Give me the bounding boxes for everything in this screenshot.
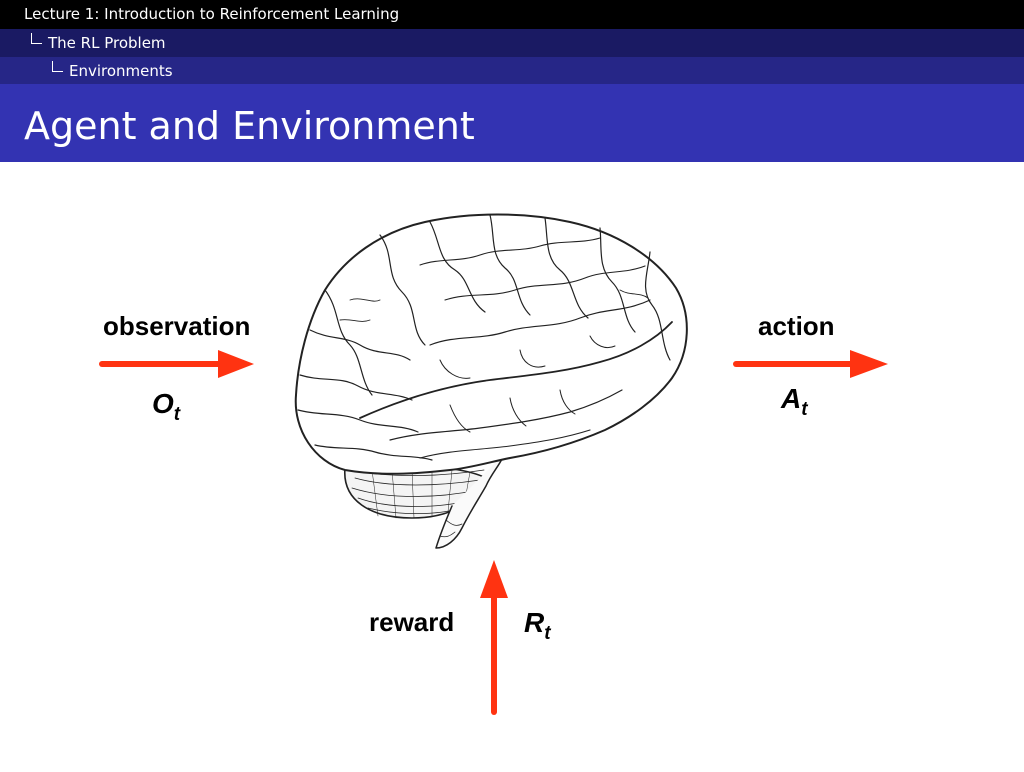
breadcrumb-lecture-label: Lecture 1: Introduction to Reinforcement… [24, 5, 400, 23]
breadcrumb-section[interactable]: The RL Problem [0, 29, 1024, 57]
breadcrumb-subsection[interactable]: Environments [0, 57, 1024, 84]
reward-symbol-subscript: t [544, 623, 551, 644]
slide-title: Agent and Environment [24, 104, 475, 148]
reward-symbol: Rt [524, 607, 551, 645]
action-label: action [758, 311, 835, 341]
breadcrumb-section-label: The RL Problem [48, 34, 166, 52]
action-symbol-subscript: t [801, 399, 808, 420]
reward-symbol-letter: R [524, 607, 545, 638]
breadcrumb-subsection-label: Environments [69, 62, 173, 80]
breadcrumb-lecture[interactable]: Lecture 1: Introduction to Reinforcement… [0, 0, 1024, 29]
brain-icon [294, 213, 688, 549]
reward-arrow-icon [480, 560, 508, 715]
observation-label: observation [103, 311, 251, 341]
tree-corner-icon [31, 33, 42, 44]
observation-symbol-letter: O [152, 388, 174, 419]
action-symbol: At [781, 383, 808, 421]
observation-symbol: Ot [152, 388, 180, 426]
action-arrow-icon [733, 350, 888, 378]
slide-title-bar: Agent and Environment [0, 84, 1024, 162]
action-symbol-letter: A [781, 383, 802, 414]
tree-corner-icon [52, 61, 63, 72]
reward-label: reward [369, 607, 455, 637]
observation-arrow-icon [99, 350, 254, 378]
observation-symbol-subscript: t [173, 404, 181, 425]
